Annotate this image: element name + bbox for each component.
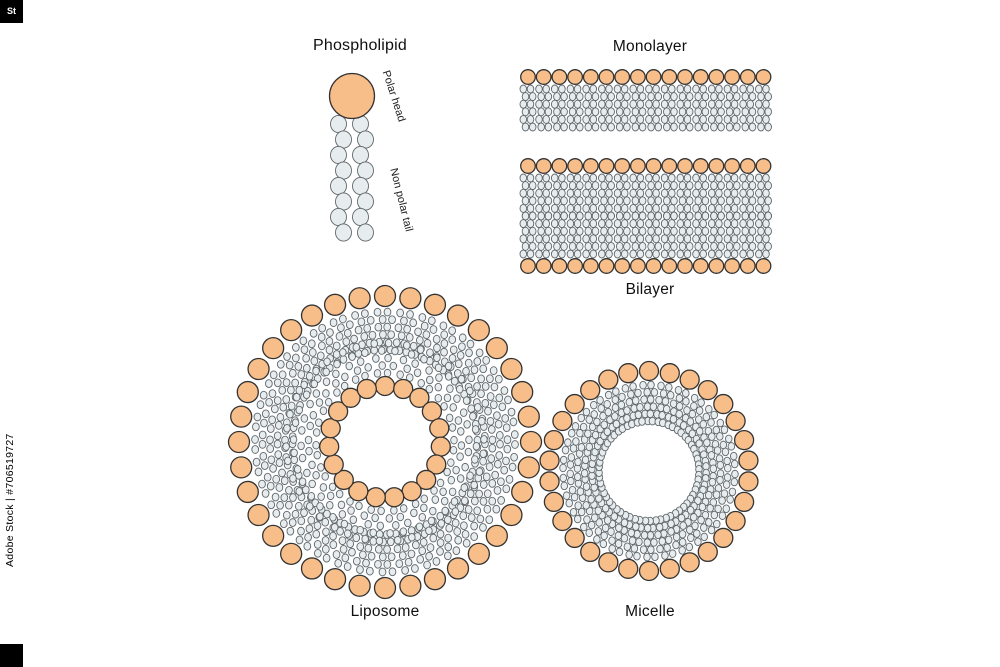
bilayer-label: Bilayer (625, 281, 675, 298)
phospholipid-figure (328, 72, 376, 242)
bilayer-bottom-leaflet (519, 211, 772, 274)
monolayer-figure (519, 69, 772, 132)
micelle-label: Micelle (625, 603, 675, 620)
phospholipid-label: Phospholipid (312, 37, 408, 54)
adobe-stock-logo-glyph: St (7, 6, 16, 16)
liposome-figure (227, 284, 543, 600)
liposome-label: Liposome (350, 603, 420, 620)
watermark-id-text: Adobe Stock | #706519727 (4, 433, 16, 567)
watermark-corner-box (0, 644, 23, 667)
micelle-figure (539, 360, 759, 582)
monolayer-label: Monolayer (612, 38, 688, 55)
adobe-stock-logo: St (0, 0, 23, 23)
bilayer-top-leaflet (519, 158, 772, 221)
